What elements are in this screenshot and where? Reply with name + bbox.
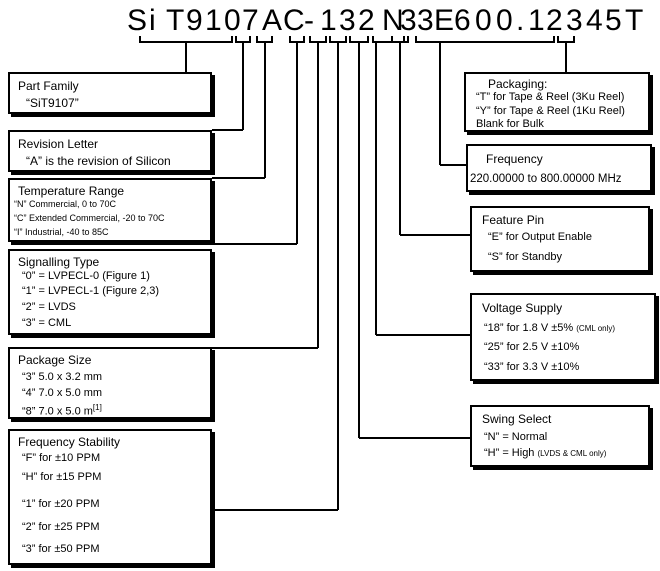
stability-option-3: “3” for ±50 PPM xyxy=(22,543,100,555)
part-number-char: 2 xyxy=(546,4,563,37)
feature-pin-option-e: “E” for Output Enable xyxy=(488,231,592,243)
feature-pin-option-s: “S” for Standby xyxy=(488,251,562,263)
part-number-char: T xyxy=(625,4,644,37)
part-number-char: 3 xyxy=(566,4,583,37)
package-size-box: Package Size “3” 5.0 x 3.2 mm “4” 7.0 x … xyxy=(8,347,212,419)
part-number-char: 0 xyxy=(224,4,241,37)
package-option-8: “8” 7.0 x 5.0 m[1] xyxy=(22,403,102,418)
package-option-4: “4” 7.0 x 5.0 mm xyxy=(22,387,103,399)
frequency-box: Frequency 220.00000 to 800.00000 MHz xyxy=(466,144,652,192)
part-number-char: A xyxy=(262,4,283,37)
part-number-char: 0 xyxy=(475,4,492,37)
cml-only-note: (CML only) xyxy=(576,324,616,333)
part-number-char: 7 xyxy=(242,4,259,37)
swing-option-h-text: “H” = High xyxy=(484,447,535,459)
feature-pin-box: Feature Pin “E” for Output Enable “S” fo… xyxy=(470,206,650,272)
revision-letter-box: Revision Letter “A” is the revision of S… xyxy=(8,130,212,172)
package-option-3: “3” 5.0 x 3.2 mm xyxy=(22,371,103,383)
voltage-supply-box: Voltage Supply “18” for 1.8 V ±5% (CML o… xyxy=(470,293,656,381)
stability-option-1: “1” for ±20 PPM xyxy=(22,498,100,510)
signalling-option-2: “2” = LVDS xyxy=(22,301,76,313)
part-number-char: - xyxy=(304,4,314,37)
part-number-char: E xyxy=(434,4,455,37)
voltage-option-25: “25” for 2.5 V ±10% xyxy=(484,341,580,353)
part-number-char: 1 xyxy=(320,4,337,37)
stability-option-h: “H” for ±15 PPM xyxy=(22,471,102,483)
package-title: Package Size xyxy=(18,353,92,367)
swing-title: Swing Select xyxy=(482,412,552,426)
frequency-title: Frequency xyxy=(486,152,543,166)
packaging-option-bulk: Blank for Bulk xyxy=(476,118,544,130)
part-number-char: N xyxy=(382,4,404,37)
package-option-8-text: “8” 7.0 x 5.0 m xyxy=(22,405,93,418)
temperature-option-i: “I” Industrial, -40 to 85C xyxy=(14,227,109,237)
part-number-char: 5 xyxy=(605,4,622,37)
part-family-title: Part Family xyxy=(18,79,79,93)
part-number-char: 6 xyxy=(454,4,471,37)
packaging-box: Packaging: “T” for Tape & Reel (3Ku Reel… xyxy=(464,72,650,132)
stability-option-2: “2” for ±25 PPM xyxy=(22,521,100,533)
part-number-char: 3 xyxy=(339,4,356,37)
revision-value: “A” is the revision of Silicon xyxy=(26,154,171,168)
voltage-option-33: “33” for 3.3 V ±10% xyxy=(484,361,580,373)
signalling-option-1: “1” = LVPECL-1 (Figure 2,3) xyxy=(22,285,160,297)
part-number-char: 3 xyxy=(400,4,417,37)
stability-option-f: “F” for ±10 PPM xyxy=(22,452,101,464)
frequency-range: 220.00000 to 800.00000 MHz xyxy=(470,173,622,185)
part-number-char: 9 xyxy=(186,4,203,37)
temperature-option-c: “C” Extended Commercial, -20 to 70C xyxy=(14,213,165,223)
swing-select-box: Swing Select “N” = Normal “H” = High (LV… xyxy=(470,405,650,467)
temperature-title: Temperature Range xyxy=(18,184,125,198)
part-number-char: 2 xyxy=(358,4,375,37)
signalling-type-box: Signalling Type “0” = LVPECL-0 (Figure 1… xyxy=(8,249,212,335)
stability-title: Frequency Stability xyxy=(18,435,121,449)
part-number-char: 4 xyxy=(586,4,603,37)
feature-pin-title: Feature Pin xyxy=(482,213,545,227)
signalling-option-3: “3” = CML xyxy=(22,317,72,329)
part-family-value: “SiT9107” xyxy=(26,96,79,110)
part-number-char: 1 xyxy=(528,4,545,37)
part-number-char: i xyxy=(149,4,156,37)
part-number-char: C xyxy=(283,4,305,37)
voltage-option-18-text: “18” for 1.8 V ±5% xyxy=(484,322,574,334)
part-number-char: 0 xyxy=(496,4,513,37)
packaging-option-t: “T” for Tape & Reel (3Ku Reel) xyxy=(476,91,625,103)
swing-option-n: “N” = Normal xyxy=(484,431,548,443)
temperature-range-box: Temperature Range “N” Commercial, 0 to 7… xyxy=(8,178,212,242)
revision-title: Revision Letter xyxy=(18,137,99,151)
signalling-option-0: “0” = LVPECL-0 (Figure 1) xyxy=(22,270,150,282)
frequency-stability-box: Frequency Stability “F” for ±10 PPM “H” … xyxy=(8,429,212,565)
part-number-char: . xyxy=(516,4,525,37)
part-family-box: Part Family “SiT9107” xyxy=(8,72,212,114)
signalling-title: Signalling Type xyxy=(18,255,100,269)
lvds-cml-only-note: (LVDS & CML only) xyxy=(537,449,607,458)
part-number-char: 3 xyxy=(417,4,434,37)
part-number-char: S xyxy=(127,4,148,37)
temperature-option-n: “N” Commercial, 0 to 70C xyxy=(14,199,117,209)
voltage-title: Voltage Supply xyxy=(482,301,563,315)
packaging-title: Packaging: xyxy=(488,77,548,91)
voltage-option-18: “18” for 1.8 V ±5% (CML only) xyxy=(484,322,615,334)
footnote-marker: [1] xyxy=(92,403,102,412)
part-number-char: 1 xyxy=(205,4,222,37)
swing-option-h: “H” = High (LVDS & CML only) xyxy=(484,447,606,459)
part-number-char: T xyxy=(166,4,185,37)
packaging-option-y: “Y” for Tape & Reel (1Ku Reel) xyxy=(476,105,625,117)
